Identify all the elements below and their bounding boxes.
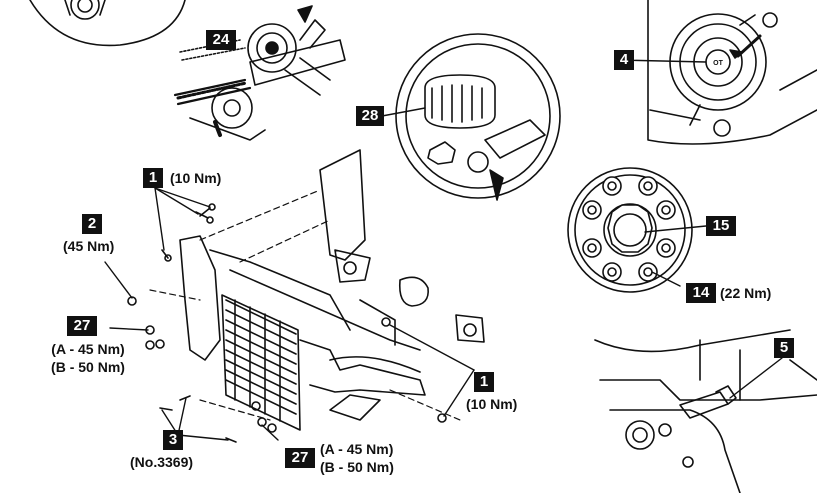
radiator-assembly [179, 149, 485, 431]
hub-nuts [582, 176, 676, 282]
engine-mount-detail [594, 329, 817, 493]
torque-27-bottom-b: (B - 50 Nm) [320, 459, 394, 475]
dashed-guide-lines [149, 189, 461, 421]
callout-24: 24 [206, 30, 236, 50]
callout-5: 5 [774, 338, 794, 358]
crank-pulley-detail [395, 33, 561, 201]
callout-3: 3 [163, 430, 183, 450]
callout-27-left: 27 [67, 316, 97, 336]
callout-28: 28 [356, 106, 384, 126]
torque-1-top: (10 Nm) [170, 170, 222, 186]
callout-14: 14 [686, 283, 716, 303]
torque-27-left-a: (A - 45 Nm) [51, 341, 125, 357]
ot-mark-label: OT [713, 60, 723, 67]
torque-2: (45 Nm) [63, 238, 115, 254]
fasteners [127, 203, 447, 443]
callout-2: 2 [82, 214, 102, 234]
torque-27-bottom-a: (A - 45 Nm) [320, 441, 394, 457]
callout-4: 4 [614, 50, 634, 70]
callout-27-bottom: 27 [285, 448, 315, 468]
ot-timing-mark-detail [647, 0, 817, 145]
leader-lines [104, 59, 783, 441]
torque-1-right: (10 Nm) [466, 396, 518, 412]
tool-3369: (No.3369) [130, 454, 194, 470]
detail-circle-topleft [29, 0, 186, 47]
wheel-hub-detail [567, 167, 693, 293]
callout-15: 15 [706, 216, 736, 236]
callout-1-right: 1 [474, 372, 494, 392]
torque-27-left-b: (B - 50 Nm) [51, 359, 125, 375]
callout-1-top: 1 [143, 168, 163, 188]
torque-14: (22 Nm) [720, 285, 772, 301]
timing-belt-tensioner-detail [173, 5, 346, 141]
